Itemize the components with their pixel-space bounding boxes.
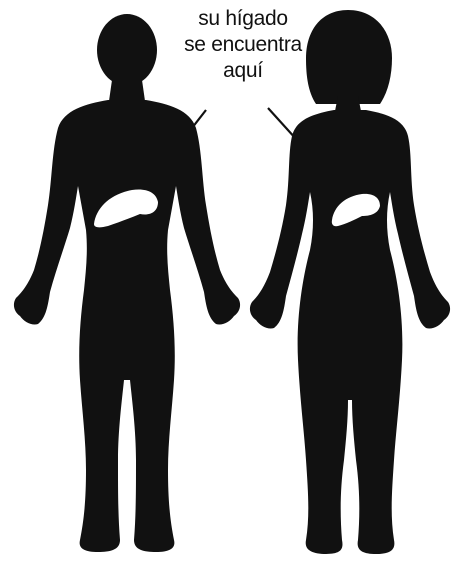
male-silhouette (14, 14, 240, 552)
liver-location-caption: su hígado se encuentra aquí (168, 6, 318, 84)
caption-line-3: aquí (168, 58, 318, 84)
female-silhouette (250, 10, 450, 554)
caption-line-1: su hígado (168, 6, 318, 32)
caption-line-2: se encuentra (168, 32, 318, 58)
